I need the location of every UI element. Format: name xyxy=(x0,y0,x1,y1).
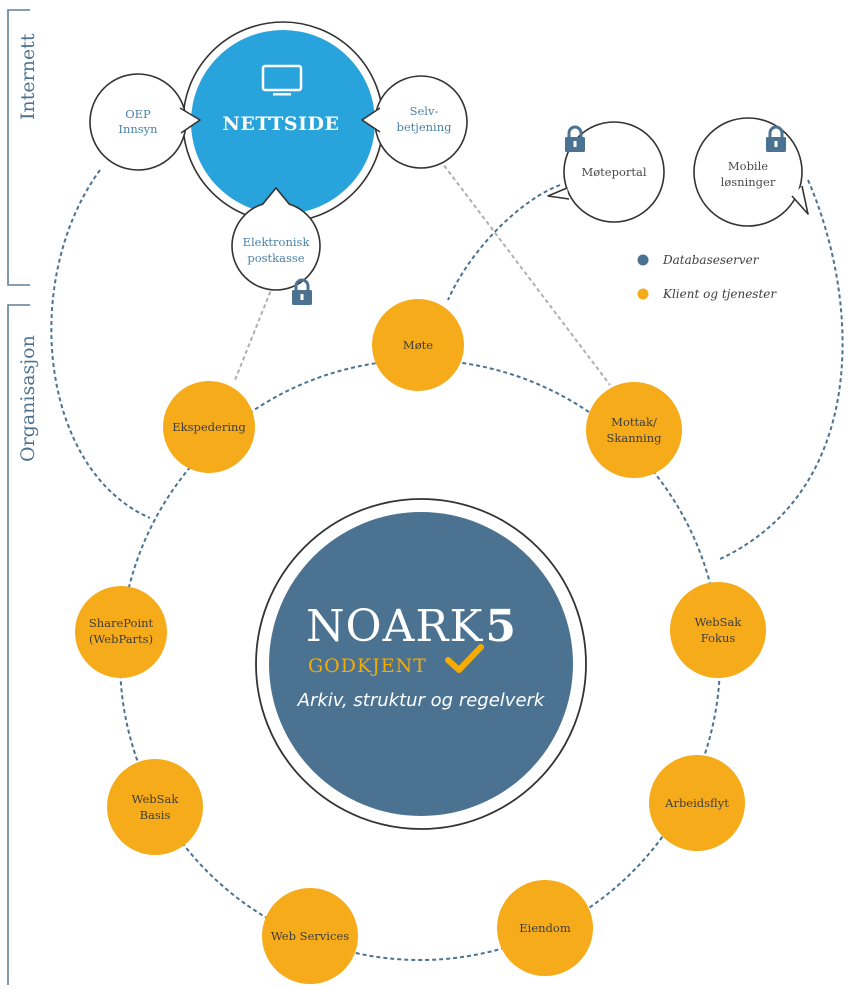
nettside-label: NETTSIDE xyxy=(222,113,339,135)
moteportal-label: Møteportal xyxy=(581,165,646,179)
legend-dot-database xyxy=(637,254,649,266)
nettside-circle xyxy=(191,30,375,214)
module-mottak-line-1: Mottak/ xyxy=(611,415,657,429)
module-websak-fokus-line-2: Fokus xyxy=(701,631,736,645)
postkasse-line-1: Elektronisk xyxy=(243,235,311,249)
oep-bubble[interactable]: OEP Innsyn xyxy=(89,73,201,171)
module-arbeidsflyt-label: Arbeidsflyt xyxy=(664,796,729,810)
nettside-cluster xyxy=(182,21,384,223)
oep-line-2: Innsyn xyxy=(118,122,158,136)
legend: Databaseserver Klient og tjenester xyxy=(637,253,777,301)
moteportal-bubble[interactable]: Møteportal xyxy=(547,121,665,223)
module-mote-label: Møte xyxy=(403,338,433,352)
oep-connector xyxy=(50,169,151,519)
module-ekspedering[interactable]: Ekspedering xyxy=(163,381,255,473)
module-eiendom-label: Eiendom xyxy=(519,921,571,935)
checkmark-icon xyxy=(445,644,484,673)
noark-tagline: Arkiv, struktur og regelverk xyxy=(297,690,546,711)
module-ekspedering-label: Ekspedering xyxy=(172,420,246,434)
module-web-services-label: Web Services xyxy=(271,929,349,943)
module-mottak-line-2: Skanning xyxy=(607,431,663,445)
monitor-icon xyxy=(261,64,303,96)
module-eiendom[interactable]: Eiendom xyxy=(497,880,593,976)
noark-center-circle xyxy=(269,512,573,816)
selvbetjening-connector xyxy=(439,159,611,386)
module-mote[interactable]: Møte xyxy=(372,299,464,391)
oep-line-1: OEP xyxy=(125,107,151,121)
noark-title: NOARK5 xyxy=(306,601,516,652)
legend-dot-client xyxy=(637,288,649,300)
organisation-label: Organisasjon xyxy=(17,335,39,462)
legend-label-database: Databaseserver xyxy=(662,253,760,267)
module-websak-fokus-line-1: WebSak xyxy=(695,615,743,629)
side-brackets xyxy=(7,9,30,985)
postkasse-line-2: postkasse xyxy=(247,251,304,265)
mobile-connector xyxy=(717,179,844,561)
noark-badge: GODKJENT xyxy=(308,655,427,677)
legend-label-client: Klient og tjenester xyxy=(662,287,777,301)
module-websak-basis-line-2: Basis xyxy=(140,808,171,822)
postkasse-connector xyxy=(234,284,274,381)
internet-label: Internett xyxy=(17,33,39,120)
module-sharepoint-line-1: SharePoint xyxy=(89,616,154,630)
lock-icon xyxy=(292,278,312,305)
moteportal-connector xyxy=(447,184,561,301)
mobile-line-2: løsninger xyxy=(721,175,776,189)
mobile-line-1: Mobile xyxy=(728,159,768,173)
module-websak-basis[interactable]: WebSak Basis xyxy=(107,759,203,855)
module-arbeidsflyt[interactable]: Arbeidsflyt xyxy=(649,755,745,851)
module-sharepoint-line-2: (WebParts) xyxy=(89,632,153,646)
selvbetjening-bubble[interactable]: Selv- betjening xyxy=(361,75,468,169)
module-websak-fokus[interactable]: WebSak Fokus xyxy=(670,582,766,678)
selvbetjening-line-1: Selv- xyxy=(410,104,439,118)
module-web-services[interactable]: Web Services xyxy=(262,888,358,984)
lock-icon xyxy=(565,125,585,152)
module-websak-basis-line-1: WebSak xyxy=(132,792,180,806)
module-mottak[interactable]: Mottak/ Skanning xyxy=(586,382,682,478)
noark-center: NOARK5 GODKJENT Arkiv, struktur og regel… xyxy=(255,498,587,830)
lock-icon xyxy=(766,125,786,152)
module-sharepoint[interactable]: SharePoint (WebParts) xyxy=(75,586,167,678)
selvbetjening-line-2: betjening xyxy=(396,120,452,134)
mobile-bubble[interactable]: Mobile løsninger xyxy=(693,117,809,227)
postkasse-bubble[interactable]: Elektronisk postkasse xyxy=(231,187,321,291)
